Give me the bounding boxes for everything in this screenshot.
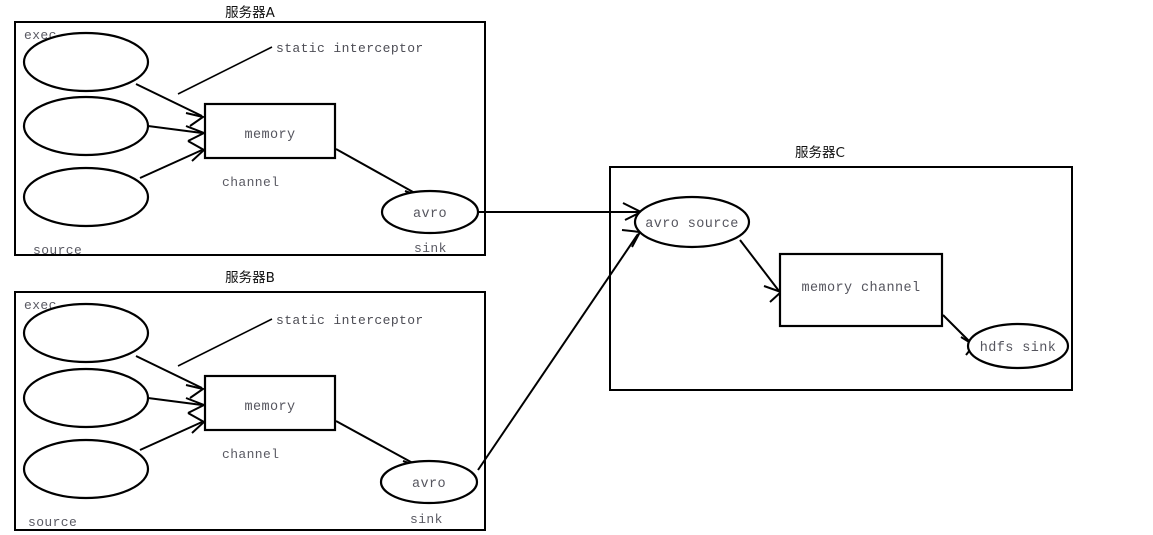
server-a-source-3[interactable] — [22, 166, 150, 228]
server-a-title: 服务器A — [225, 5, 275, 21]
server-b-source-label: source — [28, 515, 77, 530]
server-b-edge-source3-channel — [139, 421, 203, 451]
server-a-arrow-1 — [185, 112, 206, 127]
server-b-channel-box[interactable] — [203, 374, 337, 432]
server-a-channel-label: channel — [222, 175, 279, 190]
server-c-sink-ellipse[interactable] — [966, 322, 1070, 370]
server-c-title: 服务器C — [795, 145, 845, 161]
server-b-sink-ellipse[interactable] — [379, 459, 479, 505]
server-b-channel-label: channel — [222, 447, 279, 462]
server-b-title: 服务器B — [225, 270, 275, 286]
server-c-source-name: avro source — [645, 217, 739, 232]
server-b-arrow-1 — [185, 384, 206, 399]
server-b-edge-source1-channel — [135, 355, 203, 389]
server-a-source-1[interactable] — [22, 31, 150, 93]
server-a-sink-label: sink — [414, 241, 447, 256]
server-c-source-ellipse[interactable] — [633, 195, 751, 249]
server-a-channel-box[interactable] — [203, 102, 337, 160]
server-b-sink-name: avro — [412, 477, 446, 492]
server-b-edge-channel-sink — [335, 420, 421, 468]
server-c-channel-name: memory channel — [801, 281, 920, 296]
server-b-interceptor-label: static interceptor — [276, 313, 424, 328]
server-b-channel-name: memory — [244, 400, 295, 415]
server-b-source-1[interactable] — [22, 302, 150, 364]
server-c-channel-box[interactable] — [778, 252, 944, 328]
server-a-interceptor-label: static interceptor — [276, 41, 424, 56]
server-b-source-2[interactable] — [22, 367, 150, 429]
server-b-source-3[interactable] — [22, 438, 150, 500]
server-c-edge-source-channel — [739, 239, 780, 292]
server-a-source-2[interactable] — [22, 95, 150, 157]
edge-server-b-to-server-c — [477, 233, 639, 471]
server-a-interceptor-leader — [177, 46, 273, 95]
server-b-sink-label: sink — [410, 512, 443, 527]
server-a-channel-name: memory — [244, 128, 295, 143]
server-b-interceptor-leader — [177, 318, 273, 367]
server-a-edge-channel-sink — [335, 148, 423, 198]
server-a-sink-name: avro — [413, 207, 447, 222]
server-a-edge-source3-channel — [139, 149, 203, 179]
server-a-source-label: source — [33, 243, 82, 258]
server-c-sink-name: hdfs sink — [980, 341, 1057, 356]
server-a-edge-source1-channel — [135, 83, 203, 117]
server-b-edge-source2-channel — [147, 397, 203, 406]
server-a-edge-source2-channel — [147, 125, 203, 134]
server-c-edge-channel-sink — [942, 314, 973, 345]
